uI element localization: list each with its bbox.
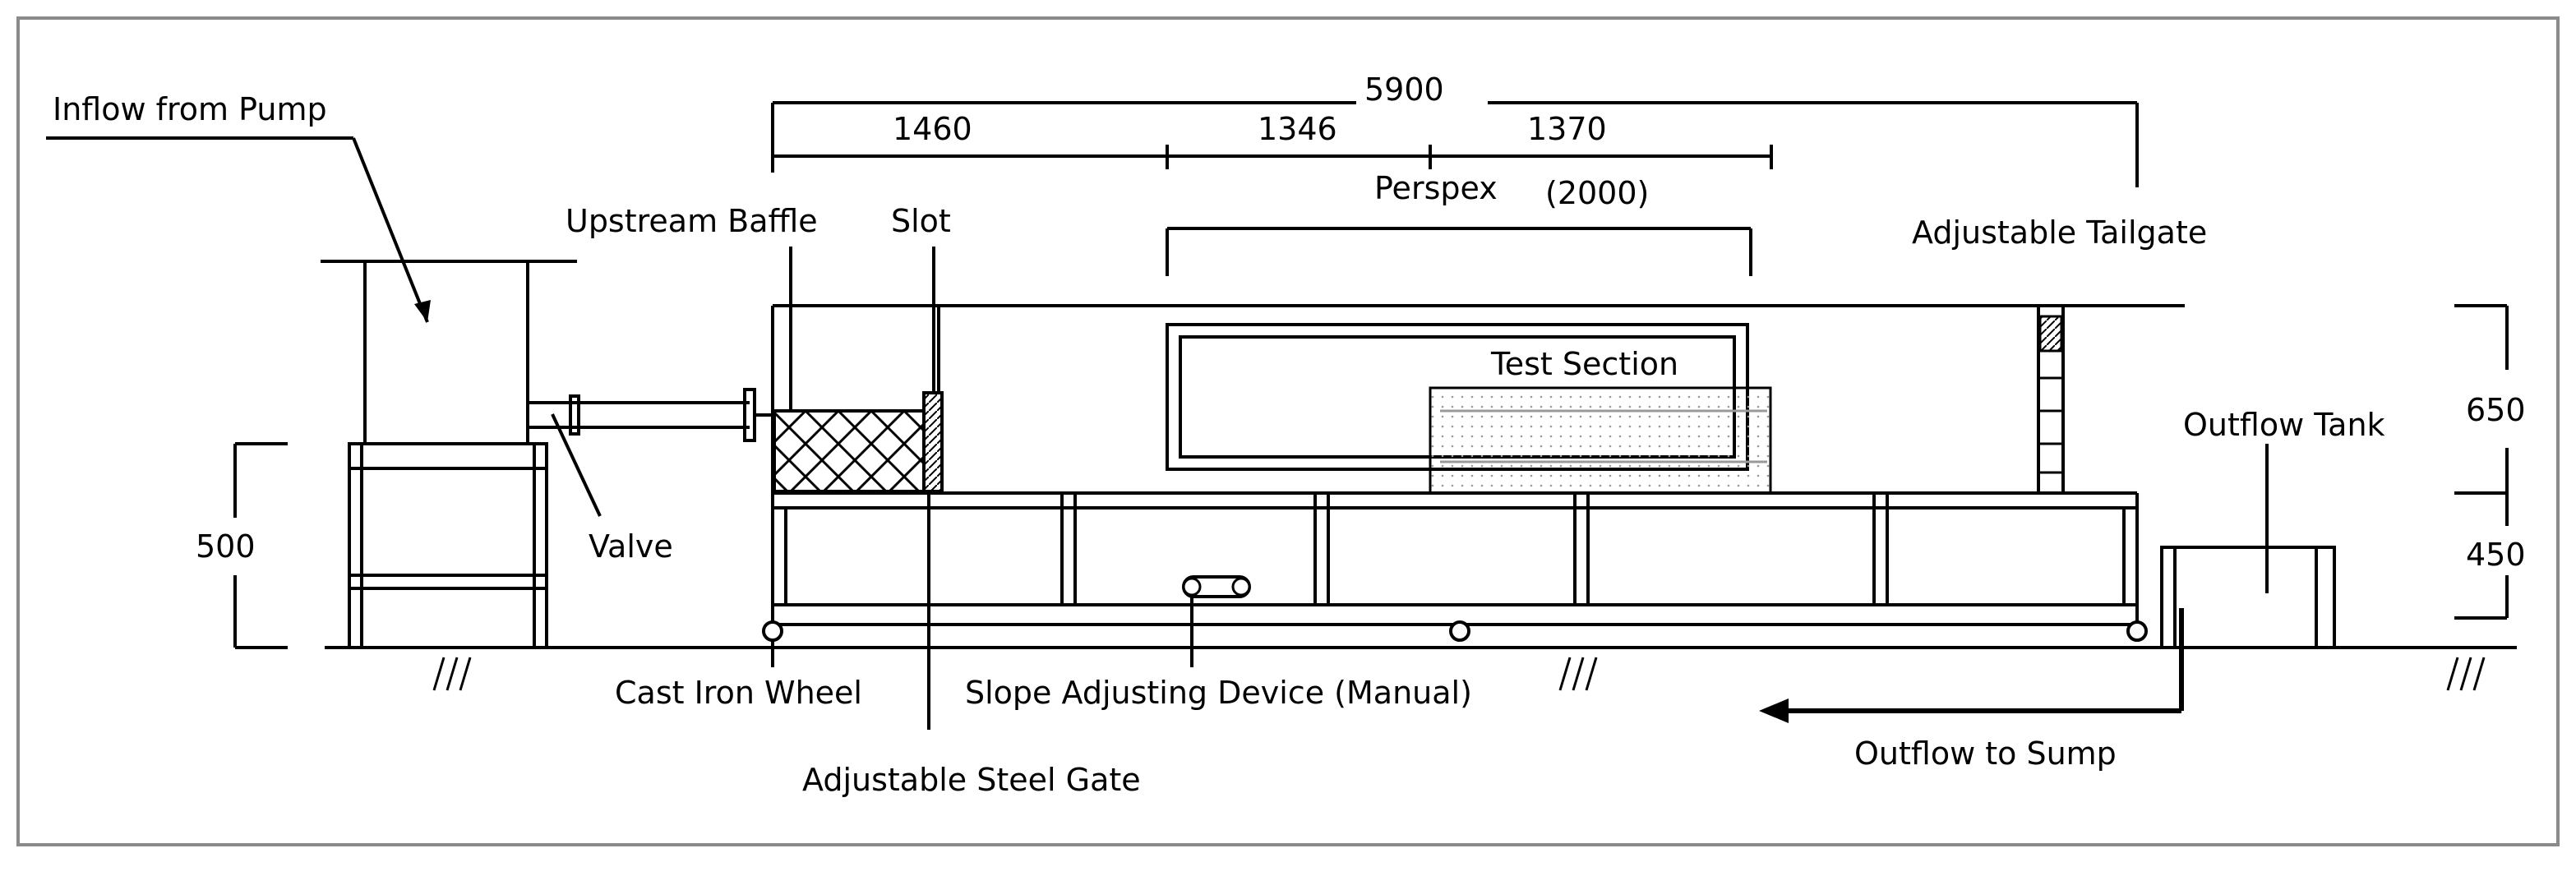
dimension-1460-label: 1460 (893, 111, 972, 147)
perspex-length-label: (2000) (1545, 175, 1649, 211)
adjustable-tailgate (2037, 304, 2065, 495)
inflow-tank (46, 136, 577, 444)
adjustable-tailgate-label: Adjustable Tailgate (1912, 214, 2207, 251)
dimension-1370-label: 1370 (1527, 111, 1607, 147)
slope-device-label: Slope Adjusting Device (Manual) (965, 675, 1472, 711)
outflow-sump-label: Outflow to Sump (1854, 735, 2117, 772)
slope-adjusting-device (1182, 575, 1251, 667)
dimension-650-label: 650 (2466, 392, 2526, 428)
outflow-tank (2160, 444, 2336, 649)
dimension-650-450 (2454, 304, 2509, 620)
valve-label: Valve (589, 528, 673, 565)
slot-label: Slot (891, 203, 951, 239)
cast-iron-wheel-right (2126, 620, 2148, 642)
dimension-perspex (1166, 227, 1752, 276)
dimension-segments (773, 145, 1773, 169)
diagram-border (16, 16, 2560, 846)
dimension-500 (233, 442, 288, 649)
dimension-1346-label: 1346 (1258, 111, 1337, 147)
valve-leader (551, 413, 602, 517)
outflow-tank-label: Outflow Tank (2183, 407, 2385, 443)
dimension-5900 (771, 101, 2139, 187)
perspex-label: Perspex (1374, 170, 1498, 206)
inflow-pipe (528, 388, 773, 442)
ground-line (325, 646, 2517, 691)
dimension-5900-label: 5900 (1364, 71, 1444, 108)
dimension-450-label: 450 (2466, 537, 2526, 573)
test-section (1429, 386, 1772, 495)
dimension-500-label: 500 (196, 528, 256, 565)
inflow-label: Inflow from Pump (53, 91, 327, 127)
upstream-baffle-label: Upstream Baffle (566, 203, 818, 239)
cast-iron-wheel-label: Cast Iron Wheel (615, 675, 862, 711)
tank-stand (348, 442, 548, 649)
cast-iron-wheel-left (762, 620, 783, 642)
adjustable-steel-gate (922, 391, 944, 493)
upstream-baffle (773, 409, 926, 493)
test-section-label: Test Section (1490, 346, 1678, 382)
outflow-arrow (1759, 608, 2184, 723)
steel-gate-label: Adjustable Steel Gate (802, 762, 1141, 798)
inflow-arrow (352, 137, 429, 323)
cast-iron-wheel-middle (1449, 620, 1470, 642)
